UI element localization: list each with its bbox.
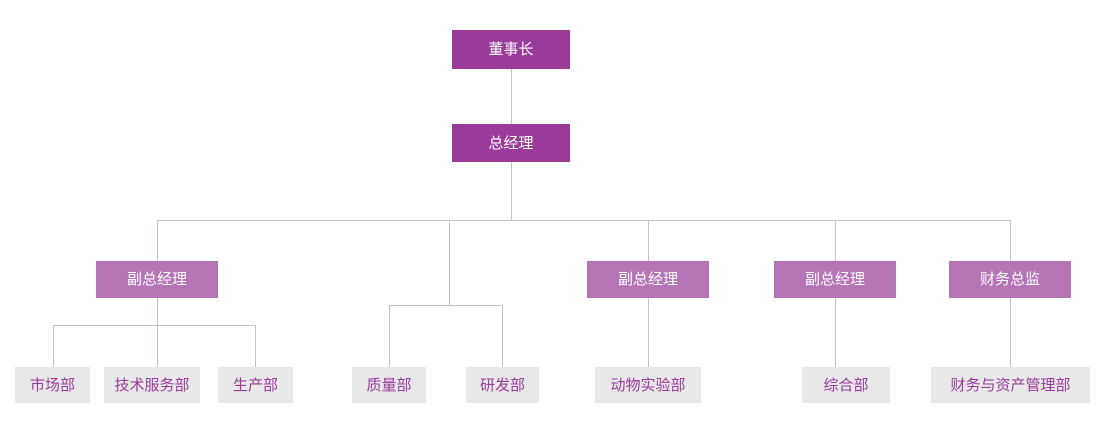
org-node-dept-quality: 质量部	[352, 367, 426, 403]
org-node-dept-general: 综合部	[802, 367, 890, 403]
org-node-dept-production: 生产部	[218, 367, 293, 403]
org-node-dept-animal-lab: 动物实验部	[595, 367, 701, 403]
org-node-deputy-gm-3: 副总经理	[774, 261, 896, 298]
org-node-deputy-gm-1: 副总经理	[96, 261, 218, 298]
org-node-dept-finance-asset: 财务与资产管理部	[931, 367, 1090, 403]
org-node-general-manager: 总经理	[452, 124, 570, 162]
org-node-dept-marketing: 市场部	[15, 367, 90, 403]
connector-rail-quality-rnd	[389, 220, 503, 367]
org-node-finance-director: 财务总监	[949, 261, 1071, 298]
org-node-chairman: 董事长	[452, 30, 570, 69]
org-node-dept-tech-service: 技术服务部	[104, 367, 200, 403]
org-node-deputy-gm-2: 副总经理	[587, 261, 709, 298]
org-node-dept-rnd: 研发部	[466, 367, 539, 403]
connector-deputy1-departments	[53, 298, 256, 367]
